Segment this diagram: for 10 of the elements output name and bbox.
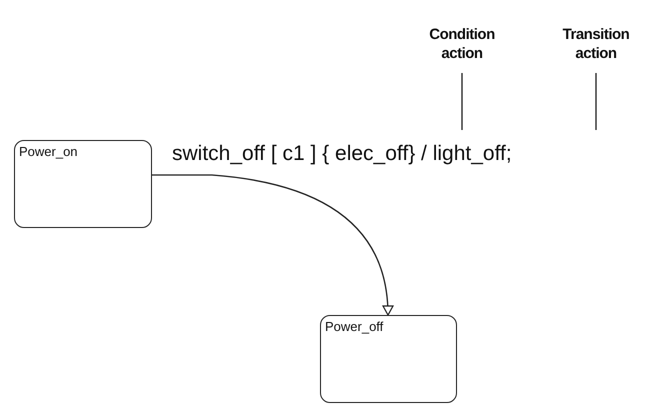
annotation-text: Transition action	[562, 26, 630, 62]
transition-label: switch_off [ c1 ] { elec_off} / light_off;	[172, 142, 512, 166]
state-box	[14, 140, 152, 228]
leader-line	[595, 73, 597, 130]
annotation-text: Condition action	[429, 26, 495, 62]
state-name: Power_off	[325, 319, 384, 334]
state-box	[320, 315, 457, 403]
state-name: Power_on	[19, 144, 78, 159]
transition-arrow	[152, 174, 394, 316]
leader-line	[461, 73, 463, 130]
